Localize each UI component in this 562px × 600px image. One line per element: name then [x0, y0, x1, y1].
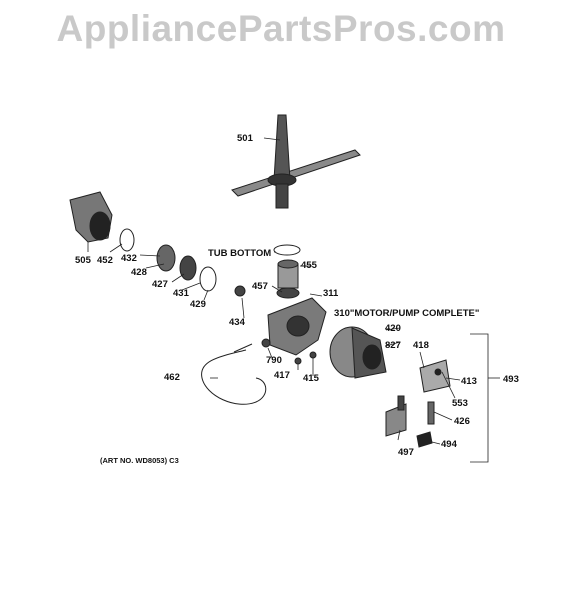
part-label-434[interactable]: 434 [229, 317, 246, 328]
part-label-426[interactable]: 426 [454, 416, 470, 427]
sump-housing-icon[interactable] [69, 191, 113, 243]
part-label-432[interactable]: 432 [121, 253, 137, 264]
pin-icon[interactable] [427, 401, 435, 425]
art-number: (ART NO. WD8053) C3 [100, 456, 179, 465]
part-label-505[interactable]: 505 [75, 255, 92, 266]
clip-icon[interactable] [416, 431, 433, 448]
part-label-493[interactable]: 493 [503, 374, 519, 385]
small-parts-icon[interactable] [234, 285, 317, 365]
part-label-462[interactable]: 462 [164, 372, 180, 383]
part-label-501[interactable]: 501 [237, 133, 254, 144]
pump-motor-icon[interactable] [329, 326, 387, 379]
part-label-497[interactable]: 497 [398, 447, 414, 458]
part-label-827[interactable]: 827 [385, 340, 401, 351]
part-label-415[interactable]: 415 [303, 373, 320, 384]
part-label-413[interactable]: 413 [461, 376, 477, 387]
part-label-420[interactable]: 420 [385, 323, 401, 334]
part-label-457[interactable]: 457 [252, 281, 268, 292]
watermark-text: AppliancePartsPros.com [56, 8, 506, 49]
part-label-418[interactable]: 418 [413, 340, 429, 351]
part-label-417[interactable]: 417 [274, 370, 290, 381]
tub-bottom-gasket-icon[interactable] [273, 244, 301, 299]
part-label-429[interactable]: 429 [190, 299, 206, 310]
spray-arm-icon[interactable] [231, 114, 361, 209]
solenoid-icon[interactable] [385, 395, 407, 437]
tub-bottom-callout: TUB BOTTOM [208, 248, 271, 259]
part-label-427[interactable]: 427 [152, 279, 168, 290]
part-label-494[interactable]: 494 [441, 439, 458, 450]
part-label-553[interactable]: 553 [452, 398, 468, 409]
part-label-428[interactable]: 428 [131, 267, 147, 278]
part-label-452[interactable]: 452 [97, 255, 113, 266]
part-label-311[interactable]: 311 [323, 288, 339, 299]
part-label-455[interactable]: 455 [301, 260, 318, 271]
part-label-790[interactable]: 790 [266, 355, 282, 366]
part-label-431[interactable]: 431 [173, 288, 190, 299]
pump-housing-icon[interactable] [267, 297, 327, 356]
bracket-icon[interactable] [419, 359, 451, 393]
motor-pump-callout: 310"MOTOR/PUMP COMPLETE" [334, 308, 479, 319]
heater-hose-icon[interactable] [201, 343, 267, 405]
